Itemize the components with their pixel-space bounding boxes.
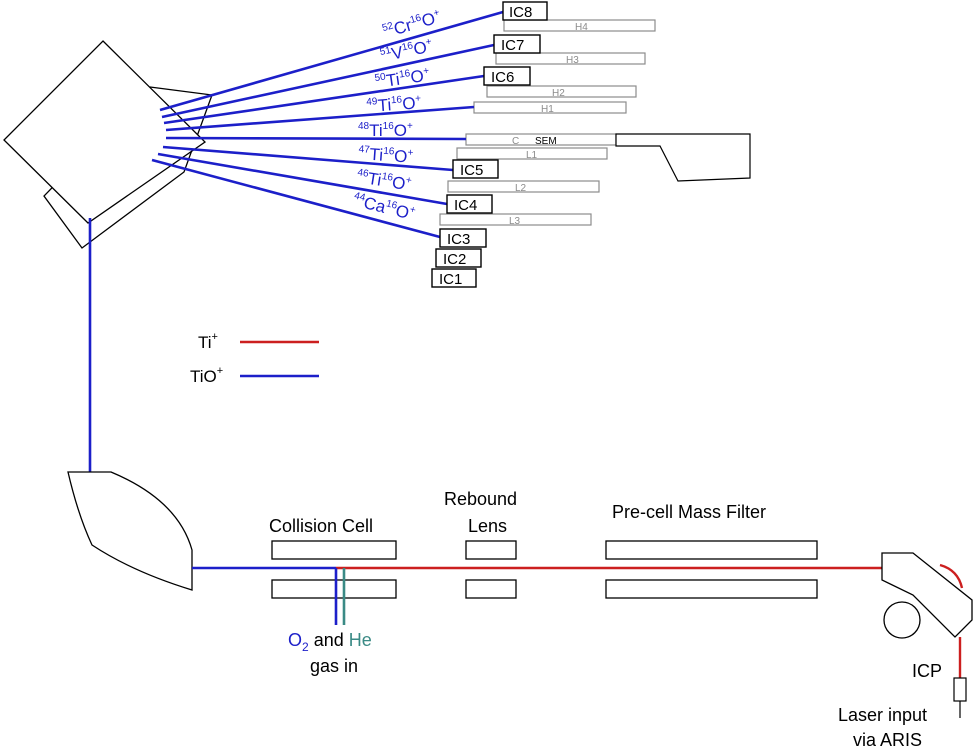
ion-counter-labels: IC8 IC7 IC6 IC5 IC4 IC3 IC2 IC1 [439,4,532,288]
beam-ti48 [165,136,467,141]
precell-filter-bottom-rod [605,579,818,599]
beam-ti47 [162,145,454,172]
rebound-lens-label-line1: Rebound [444,489,517,509]
collision-cell-top-rod [271,540,397,560]
collision-cell-label: Collision Cell [269,516,373,536]
beam-ca44 [151,158,441,239]
beam-label-ti47: 47Ti16O+ [358,144,414,167]
beam-labels: 52Cr16O+ 51V16O+ 50Ti16O+ 49Ti16O+ 48Ti1… [351,7,443,224]
lower-esa [67,471,193,591]
legend-label-tio: TiO+ [190,365,223,386]
magnet-sector [3,40,213,249]
beam-ti50 [163,74,485,125]
ion-counter-ic4 [446,194,493,214]
ion-bender [881,552,973,638]
legend-label-ti: Ti+ [198,331,218,352]
faraday-cup-label-h2: H2 [552,88,565,99]
magnet-diamond [3,40,207,224]
ion-counter-label-ic1: IC1 [439,271,462,288]
faraday-cup-labels: H4 H3 H2 H1 C L1 L2 L3 SEM [509,22,588,227]
ion-counter-ic7 [493,34,541,54]
faraday-cup-label-l2: L2 [515,183,527,194]
beam-ti49 [165,105,475,132]
beam-ti46 [157,152,448,206]
ion-counter-label-ic3: IC3 [447,231,470,248]
ion-counter-label-ic2: IC2 [443,251,466,268]
beam-cr52 [159,10,504,112]
beam-label-ti50: 50Ti16O+ [374,65,431,91]
precell-mass-filter-label: Pre-cell Mass Filter [612,502,766,522]
beam-label-ti49: 49Ti16O+ [366,93,422,116]
faraday-cup-h4 [503,19,656,32]
ion-counter-label-ic8: IC8 [509,4,532,21]
ion-counter-label-ic7: IC7 [501,37,524,54]
ion-counter-label-ic6: IC6 [491,69,514,86]
ion-counter-ic8 [502,1,548,21]
ion-counter-label-ic5: IC5 [460,162,483,179]
rebound-lens [465,540,517,599]
icp-label: ICP [912,661,942,681]
faraday-cup-l2 [447,180,600,193]
faraday-cup-label-h3: H3 [566,55,579,66]
precell-filter-top-rod [605,540,818,560]
faraday-cup-l3 [439,213,592,226]
sem-detector [615,133,751,182]
gas-label-line2: gas in [310,656,358,676]
collision-cell-bottom-rod [271,579,397,599]
faraday-cup-label-l1: L1 [526,150,538,161]
beam-label-cr52: 52Cr16O+ [381,7,443,42]
icp-torch [953,677,967,702]
laser-input-label-line2: via ARIS [853,730,922,750]
ion-counter-ic1 [431,268,477,288]
ion-counter-ic2 [435,248,482,268]
beam-v51 [161,43,495,119]
ion-counter-ic3 [439,228,487,248]
precell-mass-filter [605,540,818,599]
faraday-cup-h2 [486,85,637,98]
faraday-cup-label-h4: H4 [575,22,588,33]
rebound-lens-top [465,540,517,560]
rebound-lens-bottom [465,579,517,599]
faraday-cup-l1 [456,147,608,160]
beam-label-ti48: 48Ti16O+ [358,121,413,140]
legend: Ti+ TiO+ [190,331,319,386]
ion-counter-ic5 [452,159,499,179]
beam-label-ca44: 44Ca16O+ [351,190,417,224]
ion-counter-array [431,1,548,288]
laser-input-label-line1: Laser input [838,705,927,725]
ion-counter-ic6 [483,66,531,86]
faraday-cup-label-l3: L3 [509,216,521,227]
vacuum-pump-icon [883,601,921,639]
faraday-cup-h3 [495,52,646,65]
collision-cell [271,540,397,599]
tio-beams [151,10,504,239]
ion-counter-label-ic4: IC4 [454,197,477,214]
beam-label-v51: 51V16O+ [379,36,435,66]
sample-cone-arc [939,563,964,589]
faraday-cup-array [439,19,656,226]
beam-label-ti46: 46Ti16O+ [355,167,412,194]
sem-label: SEM [535,136,557,147]
faraday-cup-label-h1: H1 [541,104,554,115]
faraday-cup-label-c: C [512,136,519,147]
rebound-lens-label-line2: Lens [468,516,507,536]
